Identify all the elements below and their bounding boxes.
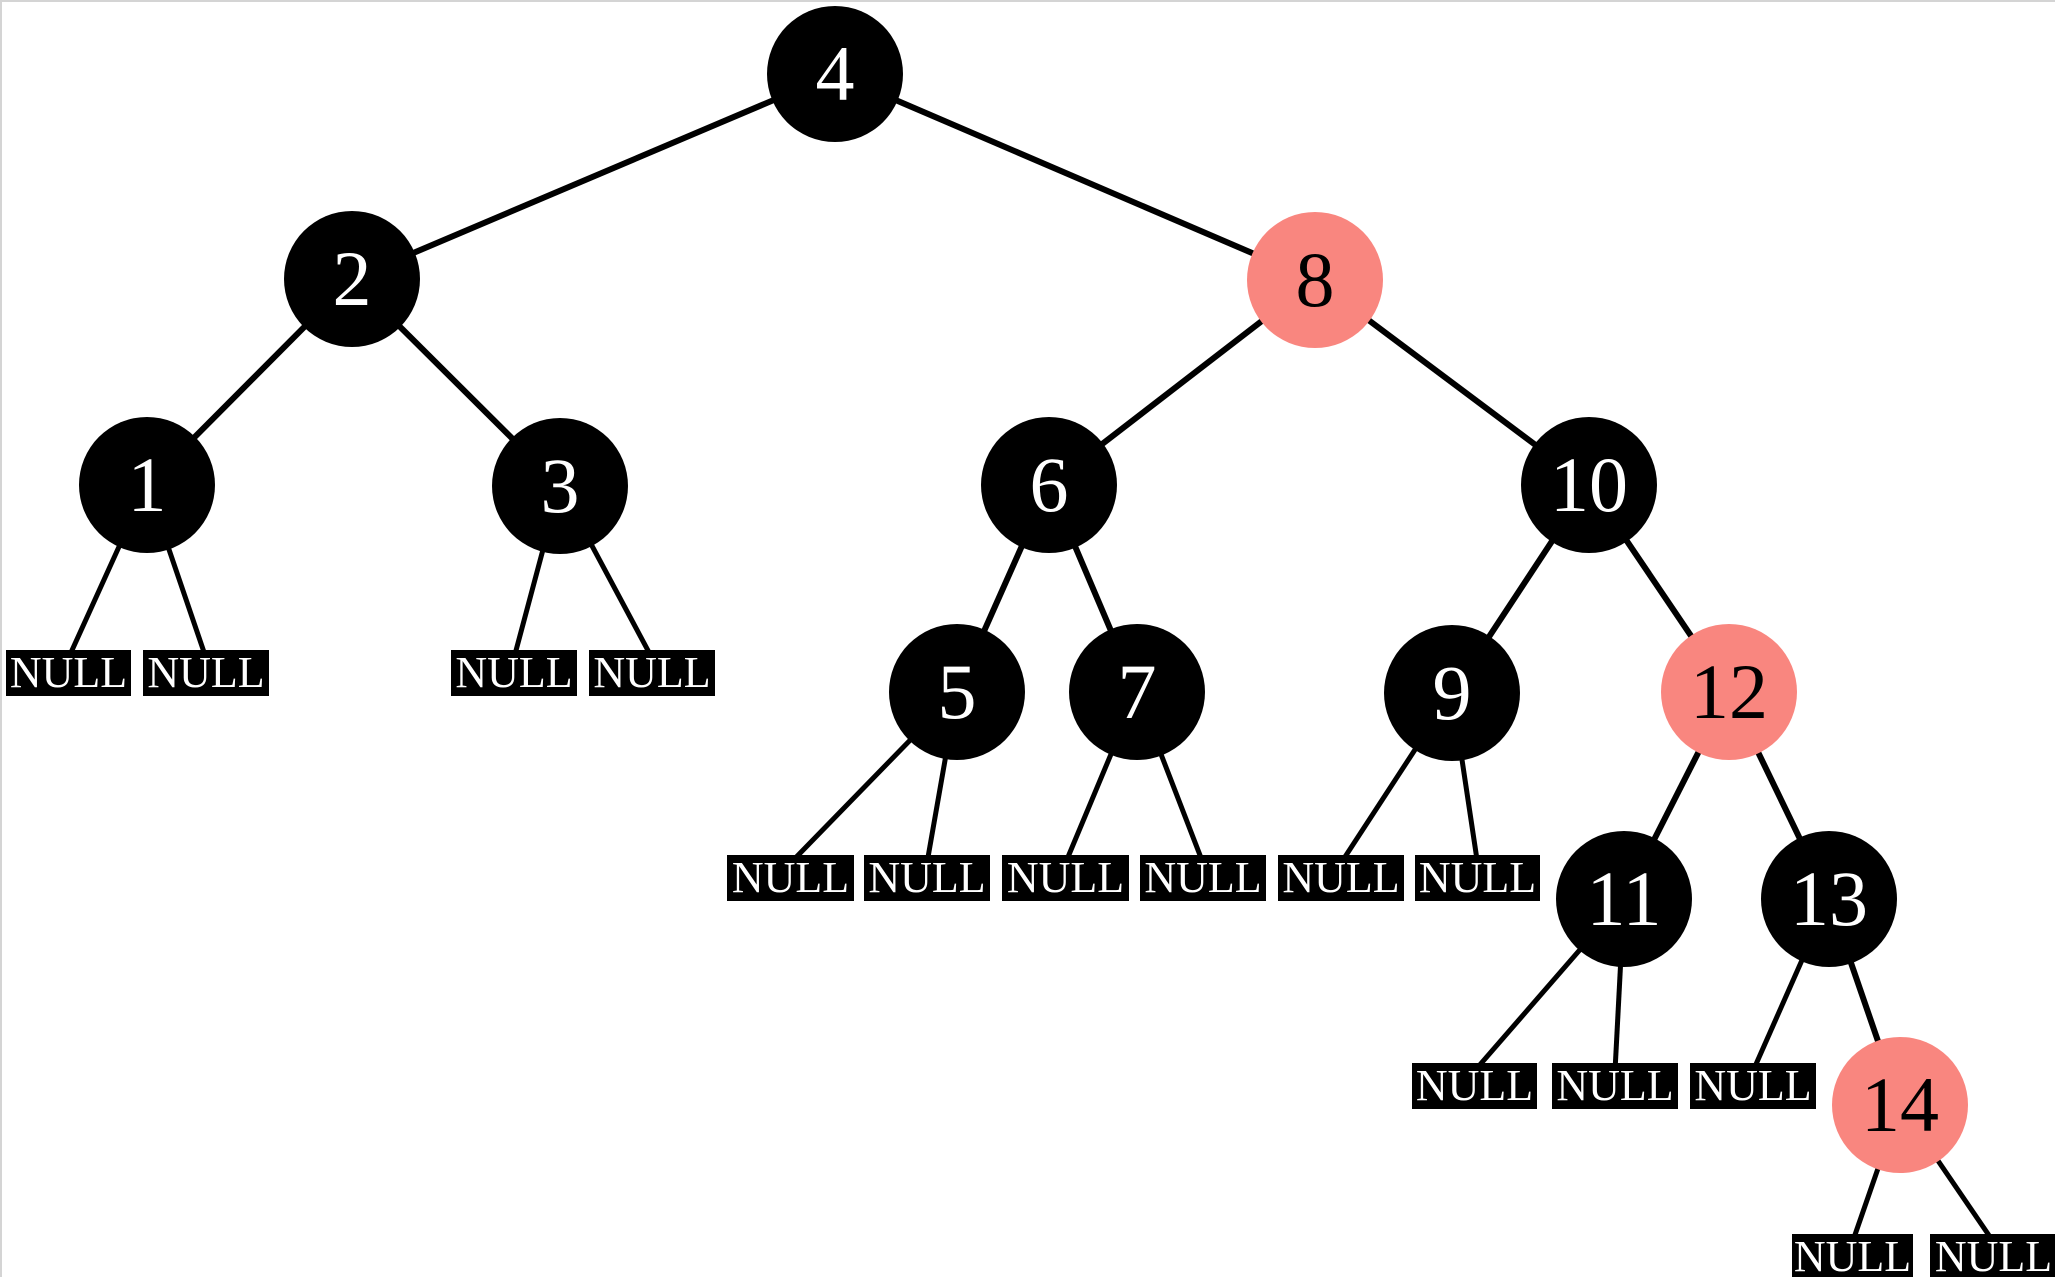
null-5L-leaf: NULL	[727, 855, 854, 901]
tree-node-9: 9	[1384, 625, 1520, 761]
null-11L-leaf: NULL	[1412, 1063, 1537, 1109]
null-1R-leaf: NULL	[143, 650, 269, 696]
tree-node-5: 5	[889, 624, 1025, 760]
null-9R-leaf: NULL	[1415, 855, 1540, 901]
edge-n4-n8	[833, 71, 1317, 283]
null-7R-leaf: NULL	[1140, 855, 1266, 901]
tree-node-4: 4	[767, 6, 903, 142]
tree-node-1: 1	[79, 417, 215, 553]
tree-node-11: 11	[1556, 831, 1692, 967]
tree-node-14: 14	[1832, 1037, 1968, 1173]
tree-node-3: 3	[492, 418, 628, 554]
null-3L-leaf: NULL	[451, 650, 577, 696]
tree-node-13: 13	[1761, 831, 1897, 967]
tree-node-8: 8	[1247, 212, 1383, 348]
null-14R-leaf: NULL	[1930, 1234, 2055, 1277]
null-3R-leaf: NULL	[589, 650, 715, 696]
null-13L-leaf: NULL	[1690, 1063, 1816, 1109]
tree-node-12: 12	[1661, 624, 1797, 760]
null-9L-leaf: NULL	[1278, 855, 1404, 901]
null-1L-leaf: NULL	[6, 650, 131, 696]
null-11R-leaf: NULL	[1552, 1063, 1678, 1109]
null-14L-leaf: NULL	[1792, 1234, 1913, 1277]
null-5R-leaf: NULL	[864, 855, 990, 901]
edge-n4-n2	[350, 71, 837, 282]
null-7L-leaf: NULL	[1002, 855, 1129, 901]
tree-node-7: 7	[1069, 624, 1205, 760]
tree-node-2: 2	[284, 211, 420, 347]
tree-node-10: 10	[1521, 417, 1657, 553]
tree-node-6: 6	[981, 417, 1117, 553]
